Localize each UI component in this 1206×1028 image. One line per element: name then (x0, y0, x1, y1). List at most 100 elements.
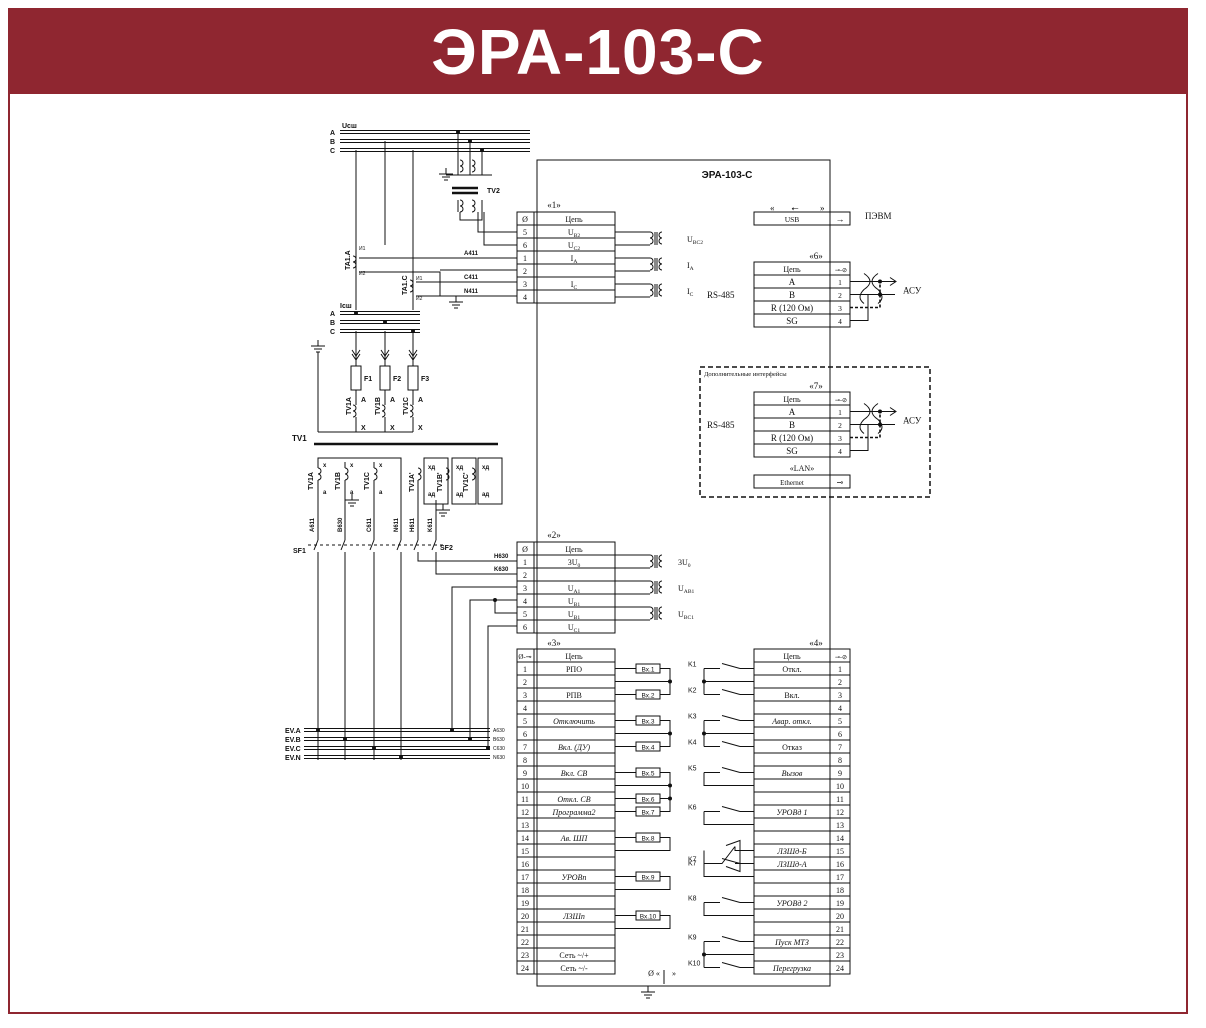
tv1-secondary-coil (317, 467, 322, 481)
page-title: ЭРА-103-С (431, 16, 765, 88)
conn1-signal: IC (571, 280, 578, 291)
conn4-pin: 17 (836, 873, 844, 882)
open-delta-label: TV1A' (409, 472, 416, 492)
transducer-coil (658, 257, 663, 271)
conn1-row (516, 289, 616, 304)
junction-dot (372, 746, 376, 750)
relay-label: K3 (688, 714, 697, 721)
conn3-pin: 5 (523, 717, 527, 726)
open-delta-end: ад (428, 492, 435, 498)
input-common (615, 876, 671, 890)
conn6-pin: 4 (838, 317, 842, 326)
bus-mid-name: Iсш (340, 303, 352, 310)
conn4-pin: 21 (836, 925, 844, 934)
conn2-label: «2» (547, 530, 561, 540)
usb-bracket: « (770, 203, 775, 213)
conn3-pin: 20 (521, 912, 529, 921)
wire-label-h630: H630 (494, 554, 509, 560)
conn6-term (850, 281, 881, 309)
transducer-coil (658, 231, 663, 245)
conn4-pin: 15 (836, 847, 844, 856)
sec-wire-label: A611 (310, 517, 316, 532)
sf1-label: SF1 (293, 548, 306, 555)
conn2-row (516, 567, 616, 582)
twisted-pair-icon (871, 403, 883, 434)
conn2-pin: 6 (523, 623, 527, 632)
conn2-output-label: UAB1 (678, 584, 695, 595)
bus-mid-phase: B (330, 320, 335, 327)
conn3-signal: Вкл. (ДУ) (558, 743, 590, 752)
conn7-row (753, 404, 851, 419)
conn2-signal: 3U0 (568, 558, 581, 569)
junction-dot (411, 329, 415, 333)
bus-top-phase: B (330, 139, 335, 146)
conn6-signal: B (789, 290, 795, 300)
conn3-signal: Откл. СВ (557, 795, 590, 804)
conn1-row (516, 250, 616, 265)
open-delta-label: TV1C' (463, 472, 470, 492)
sec-wire-label: H611 (410, 517, 416, 532)
wire-uc2 (483, 212, 517, 246)
tv1-label: TV1 (292, 434, 307, 443)
conn4-row (753, 726, 851, 741)
conn4-pin: 2 (838, 678, 842, 687)
conn6-signal: R (120 Ом) (771, 303, 813, 313)
conn3-pin: 8 (523, 756, 527, 765)
conn6-sg (850, 294, 869, 321)
conn4-row (753, 661, 851, 676)
conn2-row (516, 619, 616, 634)
sec-wire-label: B630 (338, 517, 344, 532)
fuse-F1 (350, 365, 362, 391)
bus-mid-phase: C (330, 329, 335, 336)
relay-label: K7 (688, 857, 697, 864)
conn1-pin: 6 (523, 241, 527, 250)
open-delta-end: хд (428, 465, 435, 471)
conn3-pin: 16 (521, 860, 529, 869)
open-delta-coil (445, 467, 450, 481)
junction-dot (878, 279, 882, 284)
open-delta-end: хд (456, 465, 463, 471)
transducer-coil (658, 554, 663, 568)
tv1-secondary-label: TV1B (335, 472, 342, 490)
junction-dot (456, 130, 460, 134)
conn3-label: «3» (547, 638, 561, 648)
conn6-side-label: RS-485 (707, 290, 735, 300)
conn4-signal: Пуск МТЗ (774, 938, 809, 947)
conn3-signal: Вкл. СВ (561, 769, 588, 778)
conn3-pin: 11 (521, 795, 529, 804)
conn2-pin: 5 (523, 610, 527, 619)
conn3-signal: Сеть ~/+ (559, 951, 589, 960)
conn4-pin: 14 (836, 834, 844, 843)
open-delta-label: TV1B' (437, 472, 444, 492)
conn1-output-label: IC (687, 287, 694, 298)
relay-common (703, 902, 754, 916)
junction-dot (668, 731, 672, 736)
conn6-signal: A (789, 277, 796, 287)
conn4-pin: 20 (836, 912, 844, 921)
conn6-label: «6» (809, 251, 823, 261)
conn3-header-sym: Ø-⊸ (518, 653, 531, 661)
tv1-primary-coil (381, 404, 386, 418)
input-label: Вх.7 (642, 810, 655, 817)
wire-n411 (359, 271, 517, 297)
conn7-term (850, 411, 881, 439)
junction-dot (468, 737, 472, 741)
conn7-pin: 4 (838, 447, 842, 456)
conn6-row (753, 274, 851, 289)
transducer-coil (658, 606, 663, 620)
conn7-signal: R (120 Ом) (771, 433, 813, 443)
conn3-signal: Ав. ШП (560, 834, 589, 843)
open-delta-end: ад (456, 492, 463, 498)
conn6-row (753, 313, 851, 328)
junction-dot (450, 728, 454, 732)
conn4-pin: 16 (836, 860, 844, 869)
conn4-pin: 22 (836, 938, 844, 947)
conn1-pin: 5 (523, 228, 527, 237)
relay-contact-icon (721, 689, 741, 695)
junction-dot (668, 796, 672, 801)
conn3-pin: 19 (521, 899, 529, 908)
relay-label: K4 (688, 740, 697, 747)
ev-bus-name: EV.N (285, 755, 301, 762)
usb-bracket: » (820, 203, 825, 213)
